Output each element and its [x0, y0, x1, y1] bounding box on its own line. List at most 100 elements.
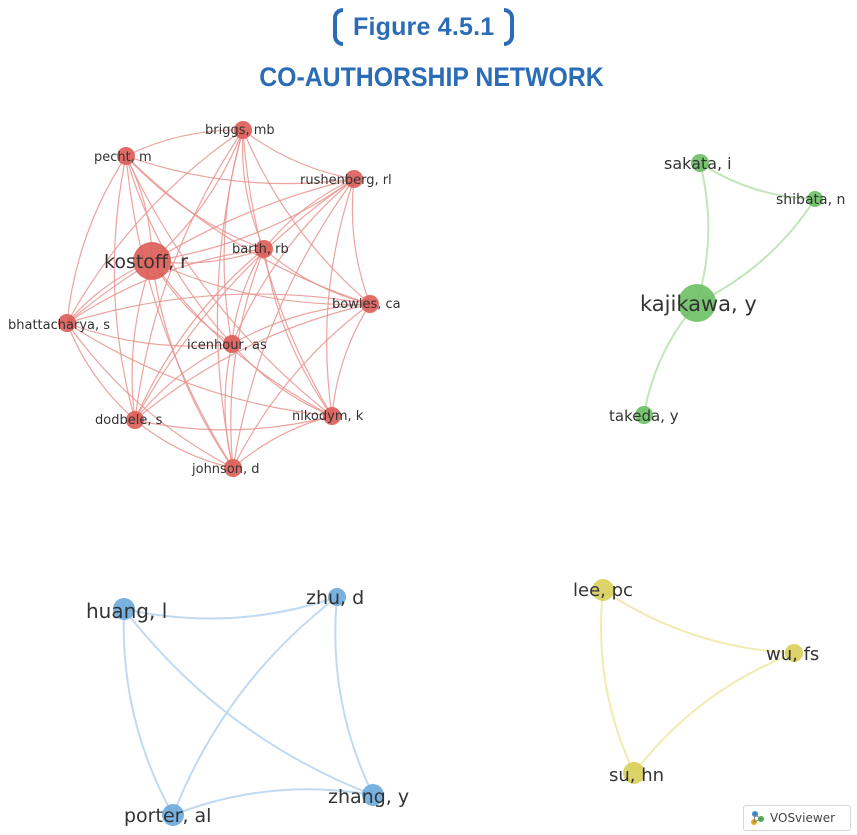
node-bowles[interactable]: [361, 295, 379, 313]
edge-icenhour-johnson: [224, 343, 234, 469]
node-briggs[interactable]: [234, 121, 252, 139]
edge-briggs-johnson: [216, 129, 244, 469]
node-kostoff[interactable]: [133, 242, 171, 280]
node-label-huang: huang, l: [86, 599, 167, 623]
edge-zhang-porter: [172, 788, 374, 816]
edge-bowles-dodbele: [134, 303, 371, 421]
edge-pecht-nikodym: [125, 155, 333, 417]
edge-bhattacharya-icenhour: [66, 322, 233, 347]
edge-dodbele-nikodym: [134, 415, 333, 431]
node-label-sakata: sakata, i: [664, 154, 732, 173]
node-label-barth: barth, rb: [232, 242, 289, 257]
node-label-lee: lee, pc: [573, 580, 633, 601]
edge-briggs-bowles: [242, 129, 371, 305]
edge-barth-nikodym: [263, 248, 333, 417]
node-label-bowles: bowles, ca: [332, 297, 401, 312]
node-lee[interactable]: [592, 579, 614, 601]
label-layer: kostoff, r briggs, mb pecht, m rushenberg, …: [8, 123, 845, 827]
edge-bowles-nikodym: [331, 303, 371, 417]
node-johnson[interactable]: [224, 459, 242, 477]
edge-rushenberg-dodbele: [134, 178, 355, 421]
node-dodbele[interactable]: [126, 411, 144, 429]
edge-rushenberg-barth: [263, 178, 355, 250]
edge-barth-johnson: [230, 248, 265, 469]
edge-rushenberg-nikodym: [326, 178, 355, 417]
node-porter[interactable]: [162, 804, 184, 826]
node-shibata[interactable]: [807, 191, 823, 207]
watermark-text: VOSviewer: [770, 811, 836, 825]
node-label-zhu: zhu, d: [306, 587, 364, 609]
node-pecht[interactable]: [117, 147, 135, 165]
edge-barth-dodbele: [134, 248, 265, 421]
edge-huang-zhang: [123, 608, 374, 796]
edge-bowles-johnson: [232, 303, 371, 469]
edge-bhattacharya-johnson: [66, 322, 234, 469]
node-label-takeda: takeda, y: [609, 407, 679, 425]
edge-lee-wu: [602, 589, 795, 654]
edge-dodbele-johnson: [134, 419, 234, 469]
edge-bowles-bhattacharya: [66, 293, 371, 324]
edge-rushenberg-bhattacharya: [66, 178, 355, 324]
node-nikodym[interactable]: [323, 407, 341, 425]
network-title: CO-AUTHORSHIP NETWORK: [259, 62, 604, 92]
edge-pecht-bhattacharya: [66, 155, 127, 324]
node-icenhour[interactable]: [223, 335, 241, 353]
edge-bhattacharya-dodbele: [66, 322, 136, 421]
figure-label-badge: Figure 4.5.1: [333, 6, 515, 48]
node-label-kajikawa: kajikawa, y: [640, 292, 757, 316]
node-label-briggs: briggs, mb: [205, 123, 275, 138]
edge-briggs-dodbele: [134, 129, 244, 421]
edge-bhattacharya-nikodym: [66, 322, 333, 417]
edge-kajikawa-sakata: [696, 162, 710, 304]
vosviewer-logo-icon: [751, 811, 764, 825]
node-label-wu: wu, fs: [766, 644, 819, 665]
node-label-zhang: zhang, y: [328, 786, 409, 808]
edge-icenhour-nikodym: [231, 343, 333, 417]
edge-pecht-bowles: [125, 155, 371, 305]
edge-lee-su: [600, 589, 635, 774]
node-zhu[interactable]: [328, 588, 346, 606]
edge-kostoff-bowles: [151, 260, 371, 305]
node-label-nikodym: nikodym, k: [292, 409, 364, 424]
node-label-dodbele: dodbele, s: [95, 413, 163, 428]
node-rushenberg[interactable]: [345, 170, 363, 188]
bracket-right-icon: [504, 8, 515, 46]
edge-kajikawa-shibata: [696, 198, 816, 304]
vosviewer-watermark[interactable]: VOSviewer: [743, 805, 851, 831]
node-label-bhattacharya: bhattacharya, s: [8, 318, 110, 333]
edge-rushenberg-icenhour: [231, 178, 355, 345]
node-label-pecht: pecht, m: [94, 150, 152, 165]
edge-huang-porter: [122, 608, 174, 816]
node-label-su: su, hn: [609, 765, 664, 786]
edge-bowles-icenhour: [231, 303, 371, 345]
node-label-johnson: johnson, d: [191, 462, 260, 477]
edge-zhu-zhang: [334, 596, 374, 796]
node-bhattacharya[interactable]: [58, 314, 76, 332]
node-label-shibata: shibata, n: [776, 192, 845, 208]
edge-icenhour-dodbele: [134, 343, 233, 421]
edge-pecht-rushenberg: [125, 155, 355, 185]
edge-briggs-bhattacharya: [66, 129, 244, 324]
edge-huang-zhu: [123, 596, 338, 620]
edge-rushenberg-johnson: [232, 178, 355, 469]
node-barth[interactable]: [255, 240, 273, 258]
node-label-rushenberg: rushenberg, rl: [300, 173, 392, 188]
node-su[interactable]: [623, 762, 645, 784]
node-zhang[interactable]: [362, 784, 384, 806]
node-kajikawa[interactable]: [678, 284, 716, 322]
node-label-kostoff: kostoff, r: [104, 251, 188, 273]
node-huang[interactable]: [113, 598, 135, 620]
edge-briggs-pecht: [125, 129, 244, 157]
edge-pecht-dodbele: [113, 155, 136, 421]
node-sakata[interactable]: [691, 154, 709, 172]
edge-layer: [66, 129, 816, 816]
node-takeda[interactable]: [635, 406, 653, 424]
node-label-icenhour: icenhour, as: [187, 338, 267, 353]
node-wu[interactable]: [785, 644, 803, 662]
bracket-left-icon: [333, 8, 343, 46]
edge-briggs-nikodym: [242, 129, 333, 417]
figure-header: Figure 4.5.1 CO-AUTHORSHIP NETWORK: [0, 0, 857, 110]
edge-wu-su: [633, 652, 795, 774]
node-label-porter: porter, al: [124, 805, 211, 827]
